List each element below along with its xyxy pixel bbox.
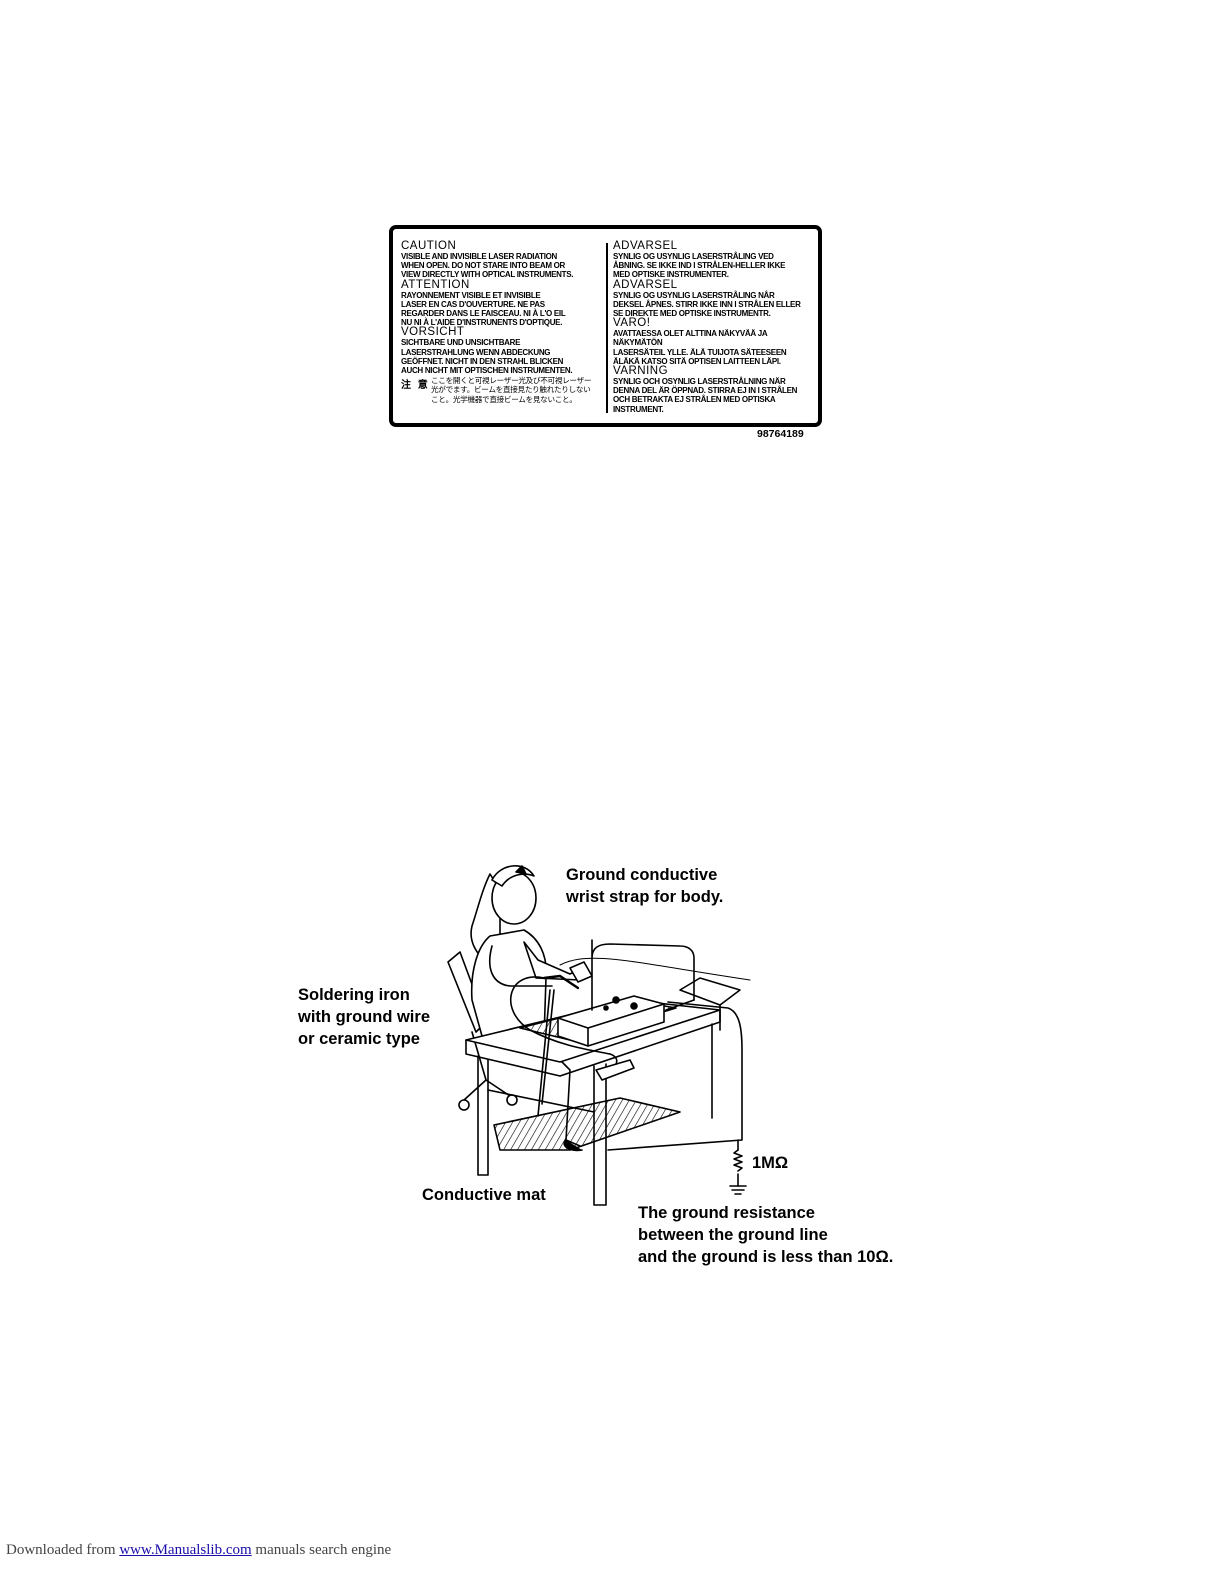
- resistor-value-label: 1MΩ: [752, 1154, 789, 1172]
- varo-text: AVATTAESSA OLET ALTTINA NÄKYVÄÄ JA NÄKYM…: [613, 329, 787, 366]
- attention-block: ATTENTION RAYONNEMENT VISIBLE ET INVISIB…: [401, 278, 603, 328]
- ground-resistance-callout: The ground resistance between the ground…: [638, 1204, 894, 1266]
- conductive-mat-callout: Conductive mat: [422, 1186, 546, 1204]
- esd-workstation-illustration: [447, 865, 751, 1206]
- varning-heading: VARNING: [613, 365, 669, 378]
- advarsel-da-text: SYNLIG OG USYNLIG LASERSTRÅLING VED ÅBNI…: [613, 252, 786, 280]
- advarsel-no-block: ADVARSEL SYNLIG OG USYNLIG LASERSTRÅLING…: [613, 278, 813, 319]
- caution-text: VISIBLE AND INVISIBLE LASER RADIATION WH…: [401, 252, 574, 280]
- japanese-block: 注 意 ここを開くと可視レーザー光及び不可視レーザー 光がでます。ビームを直接見…: [401, 376, 603, 404]
- device-under-repair-drawing: [557, 939, 695, 1047]
- varo-heading: VARO!: [613, 317, 651, 330]
- japanese-text: ここを開くと可視レーザー光及び不可視レーザー 光がでます。ビームを直接見たり触れ…: [431, 376, 592, 404]
- caution-right-column: ADVARSEL SYNLIG OG USYNLIG LASERSTRÅLING…: [613, 240, 813, 414]
- vorsicht-text: SICHTBARE UND UNSICHTBARE LASERSTRAHLUNG…: [401, 338, 573, 376]
- floor-mat-drawing: [493, 1097, 681, 1151]
- advarsel-da-block: ADVARSEL SYNLIG OG USYNLIG LASERSTRÅLING…: [613, 240, 813, 280]
- caution-block: CAUTION VISIBLE AND INVISIBLE LASER RADI…: [401, 240, 603, 280]
- advarsel-no-heading: ADVARSEL: [613, 278, 678, 291]
- soldering-iron-callout: Soldering iron with ground wire or ceram…: [298, 986, 430, 1048]
- label-part-number: 98764189: [757, 428, 804, 440]
- technician-drawing: [470, 865, 593, 1152]
- soldering-iron-drawing: [510, 974, 635, 1081]
- advarsel-no-text: SYNLIG OG USYNLIG LASERSTRÅLING NÅR DEKS…: [613, 290, 801, 319]
- manualslib-link[interactable]: www.Manualslib.com: [119, 1542, 252, 1558]
- label-divider: [606, 243, 608, 413]
- vorsicht-heading: VORSICHT: [401, 326, 465, 339]
- footer-prefix: Downloaded from: [6, 1542, 120, 1558]
- japanese-heading: 注 意: [401, 380, 430, 392]
- vorsicht-block: VORSICHT SICHTBARE UND UNSICHTBARE LASER…: [401, 327, 603, 375]
- wrist-strap-callout: Ground conductive wrist strap for body.: [566, 866, 724, 906]
- download-footer: Downloaded from www.Manualslib.com manua…: [6, 1542, 391, 1559]
- varning-text: SYNLIG OCH OSYNLIG LASERSTRÅLNING NÄR DE…: [613, 377, 798, 414]
- advarsel-da-heading: ADVARSEL: [613, 240, 678, 252]
- footer-suffix: manuals search engine: [251, 1542, 392, 1558]
- laser-caution-label: CAUTION VISIBLE AND INVISIBLE LASER RADI…: [389, 225, 822, 427]
- ground-wire-drawing: [537, 957, 751, 1195]
- caution-heading: CAUTION: [401, 240, 457, 252]
- attention-heading: ATTENTION: [401, 278, 470, 291]
- attention-text: RAYONNEMENT VISIBLE ET INVISIBLE LASER E…: [401, 290, 566, 328]
- varo-block: VARO! AVATTAESSA OLET ALTTINA NÄKYVÄÄ JA…: [613, 317, 813, 366]
- caution-left-column: CAUTION VISIBLE AND INVISIBLE LASER RADI…: [401, 240, 603, 404]
- varning-block: VARNING SYNLIG OCH OSYNLIG LASERSTRÅLNIN…: [613, 365, 813, 414]
